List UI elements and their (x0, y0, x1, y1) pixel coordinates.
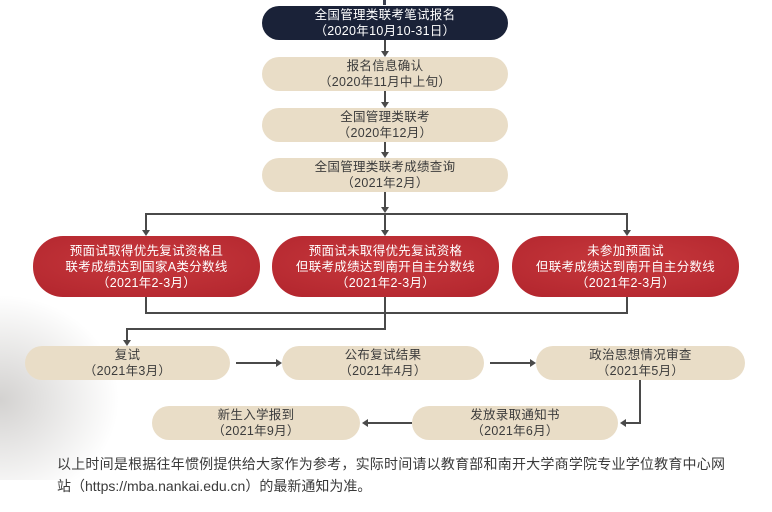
node-date: （2020年10月10-31日） (314, 24, 456, 38)
node-date: （2021年5月） (596, 364, 685, 378)
arrow-left-icon (620, 419, 626, 427)
node-label: 公布复试结果 (344, 348, 422, 362)
connector-line (384, 91, 386, 102)
left-edge-shade (0, 280, 120, 480)
node-date: （2020年11月中上旬） (318, 75, 452, 89)
top-connector-stub (383, 0, 386, 5)
node-label: 全国管理类联考成绩查询 (314, 160, 456, 174)
arrow-down-icon (623, 230, 631, 236)
node-label: 但联考成绩达到南开自主分数线 (535, 259, 716, 274)
arrow-right-icon (530, 359, 536, 367)
node-label: 报名信息确认 (346, 59, 424, 73)
node-national-exam: 全国管理类联考 （2020年12月） (262, 108, 508, 142)
connector-line (626, 213, 628, 230)
connector-line (384, 142, 386, 152)
node-label: 预面试取得优先复试资格且 (69, 243, 224, 258)
connector-merge-bus (145, 312, 628, 314)
node-info-confirm: 报名信息确认 （2020年11月中上旬） (262, 57, 508, 91)
node-date: （2021年6月） (471, 424, 559, 438)
connector-line (236, 362, 276, 364)
node-branch-no-interview: 未参加预面试 但联考成绩达到南开自主分数线 （2021年2-3月） (512, 236, 739, 297)
node-label: 预面试未取得优先复试资格 (308, 243, 463, 258)
node-date: （2021年2-3月） (96, 275, 197, 290)
node-date: （2021年9月） (212, 424, 300, 438)
node-date: （2021年2月） (341, 176, 429, 190)
node-label: 未参加预面试 (587, 243, 664, 258)
connector-line (626, 422, 641, 424)
arrow-down-icon (381, 152, 389, 158)
node-admission-notice: 发放录取通知书 （2021年6月） (412, 406, 618, 440)
connector-line (368, 422, 412, 424)
connector-line (126, 328, 386, 330)
node-enrollment: 新生入学报到 （2021年9月） (152, 406, 360, 440)
arrow-right-icon (276, 359, 282, 367)
node-date: （2021年2-3月） (335, 275, 436, 290)
node-label: 但联考成绩达到南开自主分数线 (295, 259, 476, 274)
arrow-down-icon (381, 51, 389, 57)
node-branch-priority-a: 预面试取得优先复试资格且 联考成绩达到国家A类分数线 （2021年2-3月） (33, 236, 260, 297)
connector-split-bus (145, 213, 628, 215)
node-label: 复试 (114, 348, 141, 362)
connector-line (145, 213, 147, 230)
footnote-text: 以上时间是根据往年惯例提供给大家作为参考，实际时间请以教育部和南开大学商学院专业… (57, 456, 725, 494)
node-label: 全国管理类联考 (340, 110, 430, 124)
node-date: （2021年4月） (339, 364, 427, 378)
node-label: 政治思想情况审查 (589, 348, 692, 362)
node-label: 全国管理类联考笔试报名 (314, 8, 456, 22)
arrow-down-icon (381, 207, 389, 213)
connector-line (384, 40, 386, 51)
arrow-down-icon (381, 102, 389, 108)
arrow-down-icon (123, 340, 131, 346)
node-retest: 复试 （2021年3月） (25, 346, 230, 380)
node-retest-result: 公布复试结果 （2021年4月） (282, 346, 484, 380)
arrow-down-icon (142, 230, 150, 236)
node-label: 新生入学报到 (217, 408, 295, 422)
node-exam-registration: 全国管理类联考笔试报名 （2020年10月10-31日） (262, 6, 508, 40)
node-date: （2021年3月） (83, 364, 172, 378)
node-branch-no-priority: 预面试未取得优先复试资格 但联考成绩达到南开自主分数线 （2021年2-3月） (272, 236, 499, 297)
arrow-down-icon (381, 230, 389, 236)
node-political-review: 政治思想情况审查 （2021年5月） (536, 346, 745, 380)
connector-line (384, 215, 386, 230)
node-score-inquiry: 全国管理类联考成绩查询 （2021年2月） (262, 158, 508, 192)
connector-line (639, 380, 641, 424)
connector-line (384, 312, 386, 328)
arrow-left-icon (362, 419, 368, 427)
node-date: （2021年2-3月） (575, 275, 676, 290)
node-date: （2020年12月） (337, 126, 433, 140)
connector-line (626, 297, 628, 312)
connector-line (490, 362, 530, 364)
connector-line (126, 328, 128, 340)
connector-line (384, 192, 386, 207)
node-label: 联考成绩达到国家A类分数线 (65, 259, 228, 274)
connector-line (384, 297, 386, 312)
node-label: 发放录取通知书 (470, 408, 560, 422)
connector-line (145, 297, 147, 312)
